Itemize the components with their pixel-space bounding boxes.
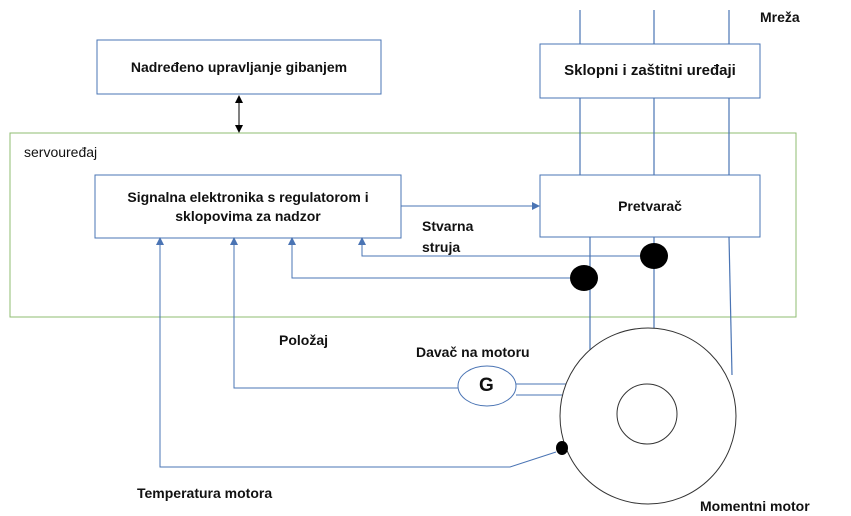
current-sensor-2 [570, 265, 598, 291]
current-feedback-line-2 [288, 237, 570, 279]
davac-label: Davač na motoru [416, 344, 530, 360]
temperatura-label: Temperatura motora [137, 485, 273, 501]
current-feedback-line-1 [358, 237, 640, 257]
pretvarac-box [539, 174, 761, 238]
pretvarac-label: Pretvarač [618, 198, 682, 214]
stvarna-struja-label: Stvarna struja [422, 218, 474, 255]
current-sensor-1 [640, 243, 668, 269]
polozaj-label: Položaj [279, 332, 329, 348]
position-feedback-line [230, 237, 460, 389]
nadredeno-box [96, 39, 382, 95]
signalna-box [94, 174, 402, 239]
momentni-motor-label: Momentni motor [700, 498, 810, 514]
temperature-feedback-line [156, 237, 557, 468]
motor-inner-circle [616, 383, 678, 445]
sklopni-box [539, 43, 761, 99]
encoder-shaft-lines [516, 383, 568, 396]
encoder-g-text: G [479, 375, 494, 396]
temperature-sensor [556, 441, 568, 455]
mreza-label: Mreža [760, 9, 800, 25]
signalna-label: Signalna elektronika s regulatorom i skl… [127, 189, 369, 224]
nadredeno-label: Nadređeno upravljanje gibanjem [130, 59, 348, 75]
sklopni-label: Sklopni i zaštitni uređaji [564, 62, 736, 79]
encoder-g-symbol [457, 365, 517, 407]
servouredaj-frame [9, 132, 797, 318]
servouredaj-label: servouređaj [24, 144, 98, 160]
